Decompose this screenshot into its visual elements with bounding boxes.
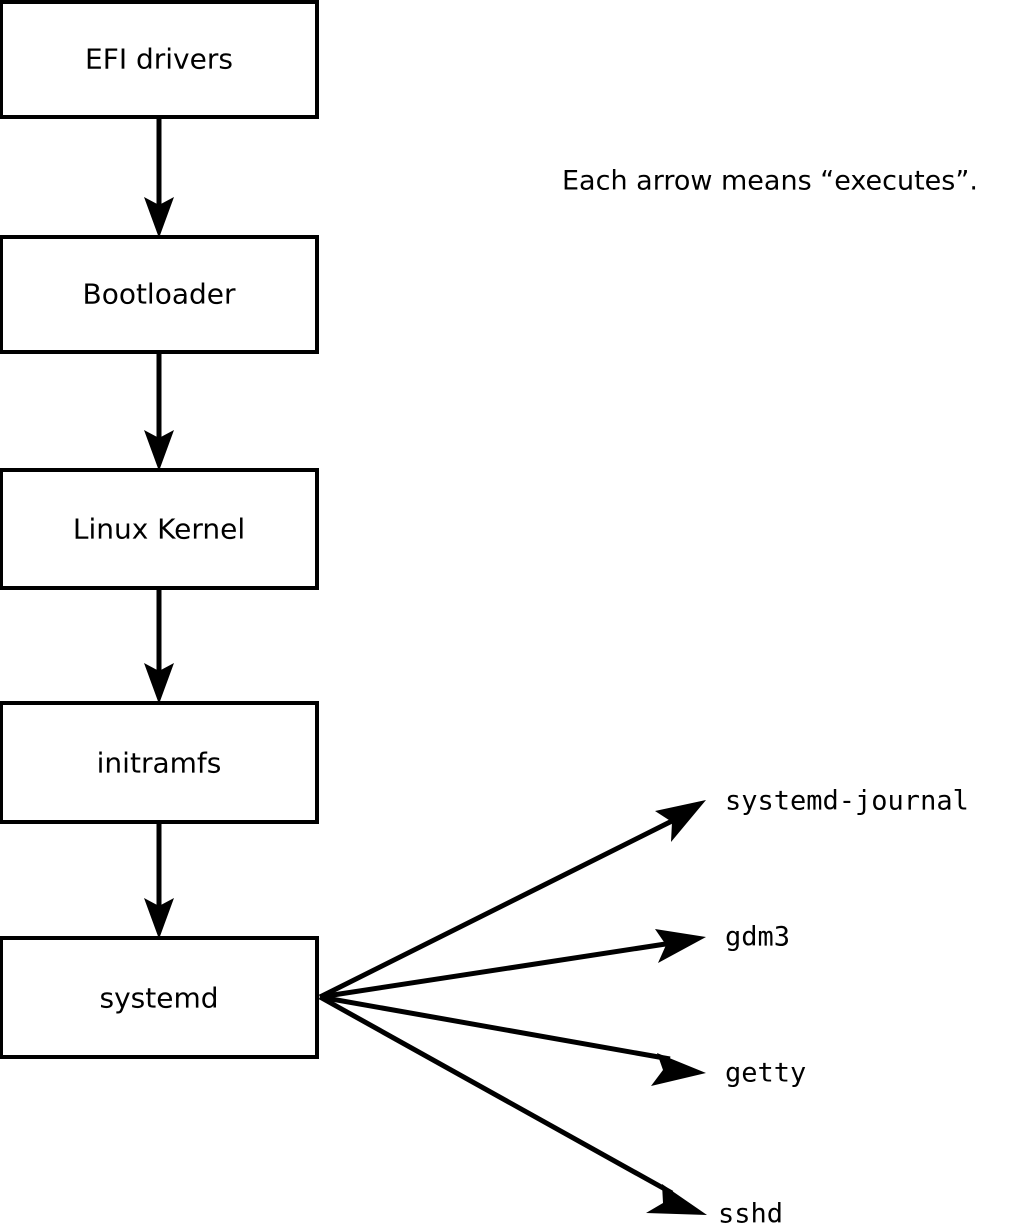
edge-linux-kernel-to-initramfs-arrowhead [144, 663, 174, 704]
legend-text: Each arrow means “executes”. [562, 166, 978, 197]
edge-systemd-to-getty-arrowhead [651, 1053, 706, 1086]
edge-initramfs-to-systemd [144, 822, 174, 939]
edge-systemd-to-systemd-journal [318, 800, 706, 1000]
edge-systemd-to-gdm3-arrowhead [655, 929, 706, 963]
edge-efi-drivers-to-bootloader-arrowhead [144, 197, 174, 238]
service-label-systemd-journal: systemd-journal [725, 786, 969, 817]
node-linux-kernel[interactable]: Linux Kernel [0, 468, 319, 590]
edge-systemd-to-getty-line [319, 994, 671, 1062]
boot-chain-group: EFI drivers Bootloader Linux Kernel init… [0, 0, 319, 1059]
edge-bootloader-to-linux-kernel [144, 352, 174, 471]
node-linux-kernel-box[interactable] [0, 468, 319, 590]
edge-efi-drivers-to-bootloader [144, 117, 174, 238]
edge-systemd-to-sshd [318, 994, 707, 1215]
service-edges-group [318, 800, 707, 1215]
service-label-getty: getty [725, 1058, 806, 1089]
service-label-gdm3: gdm3 [725, 922, 790, 953]
chain-edges-group [144, 117, 174, 939]
edge-systemd-to-sshd-line [318, 994, 674, 1196]
node-systemd[interactable]: systemd [0, 936, 319, 1059]
edge-systemd-to-systemd-journal-arrowhead [655, 800, 706, 842]
node-systemd-box[interactable] [0, 936, 319, 1059]
service-label-sshd: sshd [718, 1199, 783, 1230]
edge-systemd-to-getty [319, 994, 706, 1086]
edge-bootloader-to-linux-kernel-arrowhead [144, 430, 174, 471]
edge-linux-kernel-to-initramfs [144, 588, 174, 704]
node-systemd-label: systemd [100, 982, 219, 1015]
node-initramfs-label: initramfs [97, 747, 222, 780]
edge-systemd-to-sshd-arrowhead [646, 1184, 707, 1215]
node-efi-drivers[interactable]: EFI drivers [0, 0, 319, 119]
node-bootloader-label: Bootloader [82, 278, 236, 311]
node-linux-kernel-label: Linux Kernel [73, 513, 245, 546]
edge-initramfs-to-systemd-arrowhead [144, 898, 174, 939]
edge-systemd-to-gdm3 [319, 929, 706, 1000]
edge-systemd-to-gdm3-line [319, 940, 673, 1000]
node-efi-drivers-box[interactable] [0, 0, 319, 119]
edge-systemd-to-systemd-journal-line [318, 815, 680, 1000]
node-efi-drivers-label: EFI drivers [85, 43, 233, 76]
node-bootloader[interactable]: Bootloader [0, 235, 319, 354]
service-labels-group: systemd-journal gdm3 getty sshd [718, 786, 969, 1230]
node-initramfs[interactable]: initramfs [0, 701, 319, 824]
